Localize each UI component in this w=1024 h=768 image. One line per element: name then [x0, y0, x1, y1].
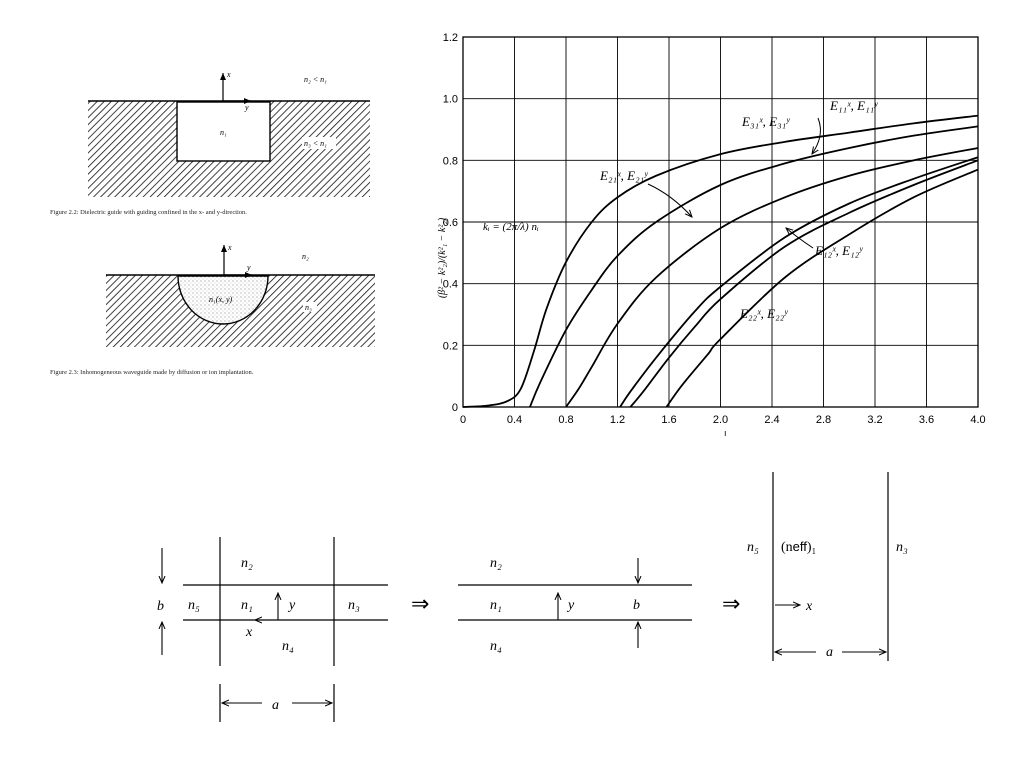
- curve-e12x-e12y-b-: [629, 159, 979, 408]
- x-label: x: [805, 599, 813, 614]
- core-rectangle: [176, 101, 271, 162]
- x-tick-label: 3.6: [919, 414, 934, 426]
- a-label: a: [826, 645, 833, 660]
- x-tick-label: 2.0: [713, 414, 728, 426]
- curve-label-e31: E₃₁ˣ, E₃₁ʸ: [741, 114, 790, 129]
- y-tick-label: 1.2: [443, 32, 458, 44]
- neff-open: (neff)₁: [781, 539, 816, 555]
- curve-label-e21: E₂₁ˣ, E₂₁ʸ: [599, 168, 648, 183]
- y-tick-label: 1.0: [443, 94, 458, 106]
- curve-e22x-e22y: [665, 168, 979, 408]
- n1-label: n₁: [241, 598, 253, 613]
- n3-label: n₃ < n₁: [304, 139, 327, 148]
- x-tick-label: 4.0: [970, 414, 985, 426]
- x-tick-label: 1.2: [610, 414, 625, 426]
- n3-label: n₃: [348, 598, 360, 613]
- sub-label-bg: [303, 302, 317, 312]
- x-tick-label: 2.4: [764, 414, 779, 426]
- x-axis-label: x: [226, 70, 231, 79]
- y-tick-label: 0: [452, 402, 458, 414]
- implies-arrow-1: ⇒: [411, 591, 429, 616]
- curve-e31x-e31y: [529, 125, 979, 408]
- y-tick-label: 0.4: [443, 279, 458, 291]
- curve-e12x-e12y: [619, 156, 979, 408]
- y-axis-label: y: [246, 263, 251, 272]
- ki-formula: kᵢ = (2π/λ) nᵢ: [483, 221, 539, 233]
- n5-label: n₅: [188, 598, 200, 613]
- leader-e12: [786, 228, 814, 249]
- a-label: a: [272, 698, 279, 713]
- y-tick-label: 0.8: [443, 155, 458, 167]
- x-tick-label: 0: [460, 414, 466, 426]
- n1-label: n₁: [490, 598, 502, 613]
- bottom-right-diagram: n₅ (neff)₁ n₃ x a: [747, 472, 908, 661]
- y-label: y: [566, 598, 575, 613]
- figure-2-3: x y n₂ n₁(x, y) n₃: [106, 243, 375, 347]
- x-label: x: [245, 625, 253, 640]
- curves: [462, 114, 979, 408]
- n2-label: n₂: [241, 556, 253, 571]
- y-tick-label: 0.2: [443, 340, 458, 352]
- n4-label: n₄: [282, 639, 294, 654]
- x-axis-label: x: [227, 243, 232, 252]
- core-label: n₁: [220, 128, 227, 137]
- n2-label: n₂: [490, 556, 502, 571]
- n3-label: n₃: [896, 540, 908, 555]
- y-label: y: [287, 598, 296, 613]
- n2-label: n₂: [302, 252, 309, 261]
- curve-label-e12: E₁₂ˣ, E₁₂ʸ: [814, 243, 863, 258]
- curve-label-e11: E₁₁ˣ, E₁₁ʸ: [829, 98, 878, 113]
- grid: [462, 36, 979, 408]
- figure-2-2-caption: Figure 2.2: Dielectric guide with guidin…: [50, 209, 247, 216]
- leader-e11: [812, 117, 821, 154]
- diffused-core: [177, 275, 269, 325]
- y-tick-label: 0.6: [443, 217, 458, 229]
- y-tick-labels: 0 0.2 0.4 0.6 0.8 1.0 1.2: [443, 32, 458, 414]
- x-tick-label: 2.8: [816, 414, 831, 426]
- bottom-middle-diagram: n₂ n₁ y b n₄: [458, 556, 692, 654]
- b-label: b: [157, 599, 164, 614]
- curve-label-e22: E₂₂ˣ, E₂₂ʸ: [739, 306, 788, 321]
- implies-arrow-2: ⇒: [722, 591, 740, 616]
- x-tick-label: 3.2: [867, 414, 882, 426]
- figure-2-3-caption: Figure 2.3: Inhomogeneous waveguide made…: [50, 369, 254, 376]
- bottom-left-diagram: n₂ n₅ n₁ y n₃ x n₄ b a: [157, 537, 388, 722]
- y-axis-title: (β² − k²₂)/(k²₁ − k²₂): [437, 217, 448, 298]
- curve-e11x-e11y: [462, 114, 979, 408]
- n4-label: n₄: [490, 639, 502, 654]
- n5-label: n₅: [747, 540, 759, 555]
- b-label: b: [633, 598, 640, 613]
- leader-e21: [647, 183, 692, 217]
- substrate-label: n₃: [305, 303, 312, 312]
- curve-e21x-e21y: [565, 147, 979, 408]
- y-axis-label: y: [244, 103, 249, 112]
- n2-label: n₂ < n₁: [304, 75, 327, 84]
- figure-2-2: x y n₂ < n₁ n₁ n₃ < n₁: [88, 70, 370, 197]
- x-tick-label: 0.4: [507, 414, 522, 426]
- core-label: n₁(x, y): [209, 295, 233, 304]
- x-tick-labels: 0 0.4 0.8 1.2 1.6 2.0 2.4 2.8 3.2 3.6 4.0: [460, 414, 986, 426]
- n3-label-bg: [302, 137, 336, 149]
- x-tick-label: 0.8: [558, 414, 573, 426]
- x-axis-title: ı: [724, 428, 727, 438]
- x-tick-label: 1.6: [661, 414, 676, 426]
